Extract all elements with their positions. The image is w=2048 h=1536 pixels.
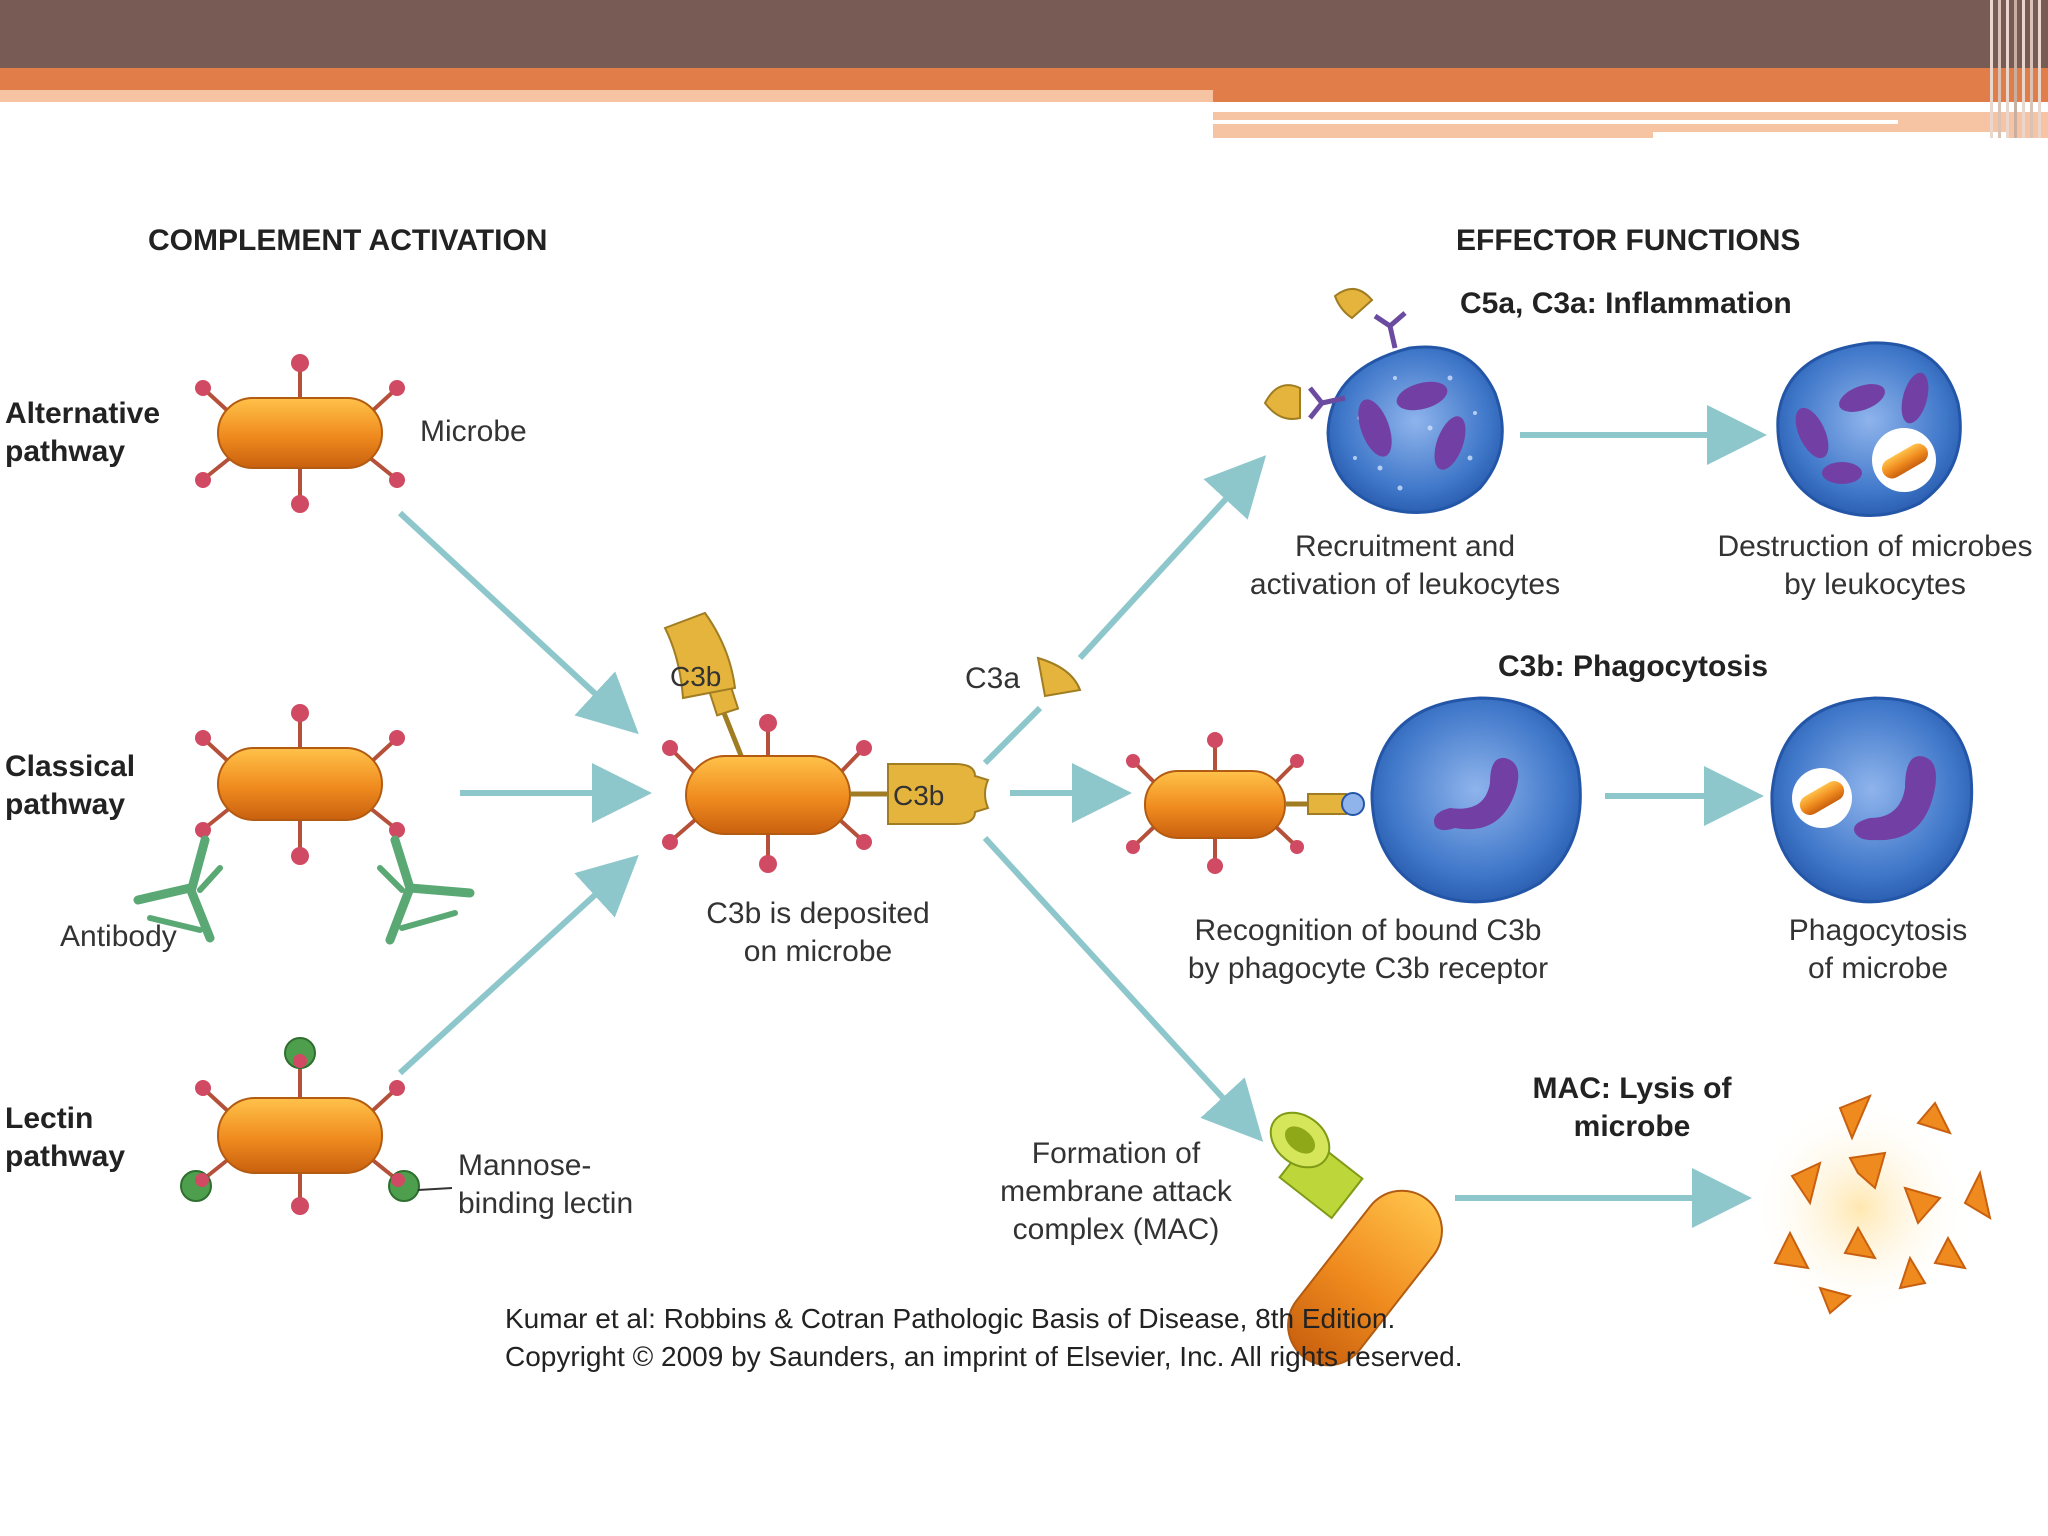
microbe-opsonized <box>1126 732 1365 874</box>
label-formation: membrane attack <box>1000 1175 1233 1208</box>
label-phagocytosis: of microbe <box>1808 952 1948 985</box>
label-formation: Formation of <box>1032 1137 1201 1170</box>
complement-diagram: COMPLEMENT ACTIVATION EFFECTOR FUNCTIONS… <box>0 224 2048 1378</box>
pathway-label-alternative: Alternative <box>5 397 160 430</box>
label-recognition: by phagocyte C3b receptor <box>1188 952 1548 985</box>
header-edge-stripe <box>2038 0 2041 138</box>
effector-title-mac: MAC: Lysis of <box>1533 1072 1733 1105</box>
mannose-binding-lectin-icon <box>180 1037 420 1202</box>
label-phagocytosis: Phagocytosis <box>1789 914 1967 947</box>
antibody-icon <box>377 835 475 945</box>
right-title: EFFECTOR FUNCTIONS <box>1456 228 1800 257</box>
header-edge-stripe <box>2014 0 2017 138</box>
label-destruction: by leukocytes <box>1784 568 1966 601</box>
header-edge-stripe <box>2030 0 2033 138</box>
effector-title-inflammation: C5a, C3a: Inflammation <box>1460 287 1792 320</box>
leukocyte-recruited-icon <box>1263 288 1504 514</box>
microbe-c3b-deposited <box>662 611 990 873</box>
effector-title-phagocytosis: C3b: Phagocytosis <box>1498 650 1768 683</box>
label-recruitment: activation of leukocytes <box>1250 568 1560 601</box>
header-bar-light <box>0 90 1213 102</box>
header-edge-stripe <box>1998 0 2001 138</box>
label-deposited: on microbe <box>744 935 892 968</box>
header-line <box>1213 120 1898 124</box>
header-gap <box>1213 102 2048 112</box>
header-edge-stripe <box>2022 0 2025 138</box>
left-title: COMPLEMENT ACTIVATION <box>148 228 547 257</box>
pathway-label-alternative: pathway <box>5 435 125 468</box>
header-line-short <box>1653 132 2007 138</box>
arrows-converging <box>397 510 652 1076</box>
effector-title-mac: microbe <box>1574 1110 1691 1143</box>
pathway-label-lectin: Lectin <box>5 1102 93 1135</box>
pathway-label-lectin: pathway <box>5 1140 125 1173</box>
citation-line: Kumar et al: Robbins & Cotran Pathologic… <box>505 1303 1395 1334</box>
microbe-classical <box>195 704 405 865</box>
label-formation: complex (MAC) <box>1013 1213 1220 1246</box>
antibody-icon <box>133 835 223 943</box>
label-mannose: binding lectin <box>458 1187 633 1220</box>
microbe-alternative <box>195 354 405 513</box>
label-microbe: Microbe <box>420 415 527 448</box>
arrows-diverging <box>982 455 1267 1142</box>
membrane-attack-complex-icon <box>1269 1111 1443 1367</box>
label-recruitment: Recruitment and <box>1295 530 1515 563</box>
microbe-lectin <box>180 1037 420 1215</box>
c3b-label-right: C3b <box>893 780 944 811</box>
label-recognition: Recognition of bound C3b <box>1195 914 1542 947</box>
label-destruction: Destruction of microbes <box>1717 530 2032 563</box>
citation-line: Copyright © 2009 by Saunders, an imprint… <box>505 1341 1463 1372</box>
phagocyte-icon <box>1370 696 1582 904</box>
lysed-microbe-fragments-icon <box>1750 1094 1992 1318</box>
label-mannose: Mannose- <box>458 1149 591 1182</box>
c3a-fragment-icon <box>1036 656 1082 698</box>
c3a-label: C3a <box>965 662 1020 695</box>
leukocyte-destroying-microbe-icon <box>1776 341 1962 517</box>
header-edge-stripe <box>2006 0 2009 138</box>
pathway-label-classical: Classical <box>5 750 135 783</box>
c3b-label-top: C3b <box>670 661 721 692</box>
pathway-label-classical: pathway <box>5 788 125 821</box>
label-antibody: Antibody <box>60 920 177 953</box>
label-deposited: C3b is deposited <box>706 897 929 930</box>
phagocyte-engulfing-microbe-icon <box>1770 696 1974 904</box>
header-bar-dark <box>0 0 2048 68</box>
header-edge-stripe <box>1990 0 1993 138</box>
